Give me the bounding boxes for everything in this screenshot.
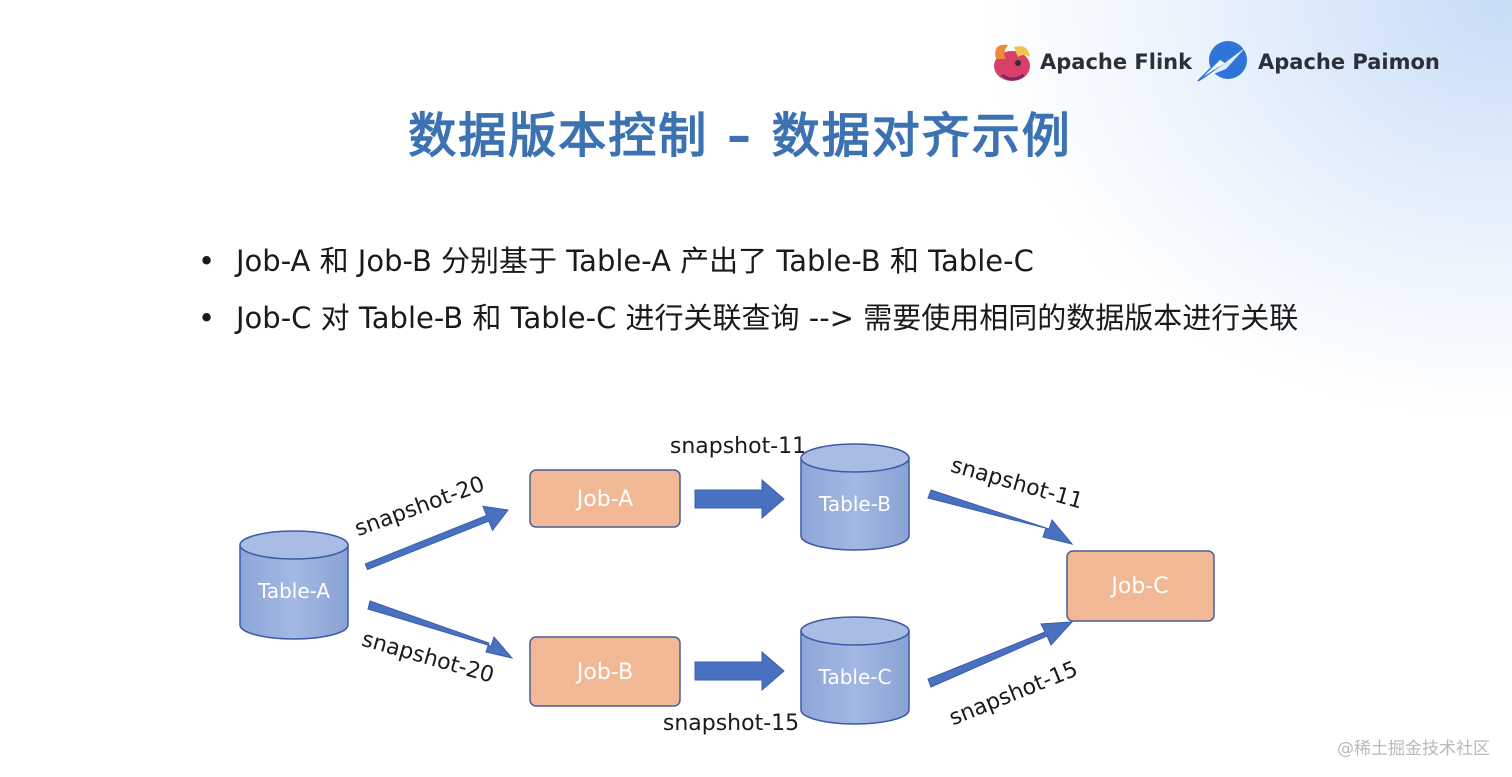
- job-a-box: Job-A: [529, 469, 681, 528]
- paimon-plane-icon: [1197, 41, 1247, 82]
- job-b-label: Job-B: [575, 660, 633, 685]
- bullet-text: Job-A 和 Job-B 分别基于 Table-A 产出了 Table-B 和…: [236, 244, 1034, 278]
- job-c-box: Job-C: [1066, 550, 1215, 622]
- table-a-label: Table-A: [257, 579, 330, 603]
- bullet-list: • Job-A 和 Job-B 分别基于 Table-A 产出了 Table-B …: [198, 236, 1298, 350]
- watermark: @稀土掘金技术社区: [1337, 739, 1490, 759]
- apache-paimon-logo: Apache Paimon: [1196, 40, 1440, 84]
- bullet-item: • Job-A 和 Job-B 分别基于 Table-A 产出了 Table-B …: [198, 236, 1298, 293]
- table-b-label: Table-B: [818, 492, 891, 516]
- bullet-dot-icon: •: [198, 301, 216, 335]
- job-b-box: Job-B: [529, 636, 681, 707]
- arrow-job-b-to-table-c: [694, 650, 785, 692]
- paimon-logo-text: Apache Paimon: [1258, 50, 1440, 74]
- table-a-cylinder: Table-A: [239, 530, 349, 640]
- page-title: 数据版本控制 – 数据对齐示例: [408, 108, 1072, 164]
- edge-label-snapshot: snapshot-15: [663, 711, 799, 736]
- edge-label-snapshot: snapshot-20: [359, 627, 497, 689]
- table-c-cylinder: Table-C: [800, 616, 910, 725]
- edge-label-snapshot: snapshot-20: [351, 472, 488, 542]
- table-b-cylinder: Table-B: [800, 443, 910, 551]
- job-a-label: Job-A: [575, 487, 633, 512]
- bullet-dot-icon: •: [198, 244, 216, 278]
- arrow-job-a-to-table-b: [694, 478, 785, 520]
- edge-label-snapshot: snapshot-11: [670, 434, 806, 459]
- arrow-table-b-to-job-c: [927, 489, 1074, 545]
- arrow-table-c-to-job-c: [927, 621, 1074, 688]
- flink-logo-text: Apache Flink: [1040, 50, 1193, 74]
- apache-flink-logo: Apache Flink: [988, 40, 1192, 84]
- bullet-item: • Job-C 对 Table-B 和 Table-C 进行关联查询 --> 需要…: [198, 293, 1298, 350]
- table-c-label: Table-C: [818, 665, 892, 689]
- flink-squirrel-icon: [994, 44, 1030, 81]
- bullet-text: Job-C 对 Table-B 和 Table-C 进行关联查询 --> 需要使…: [236, 301, 1299, 335]
- arrow-table-a-to-job-a: [364, 505, 509, 571]
- job-c-label: Job-C: [1109, 574, 1168, 599]
- arrow-table-a-to-job-b: [367, 600, 514, 659]
